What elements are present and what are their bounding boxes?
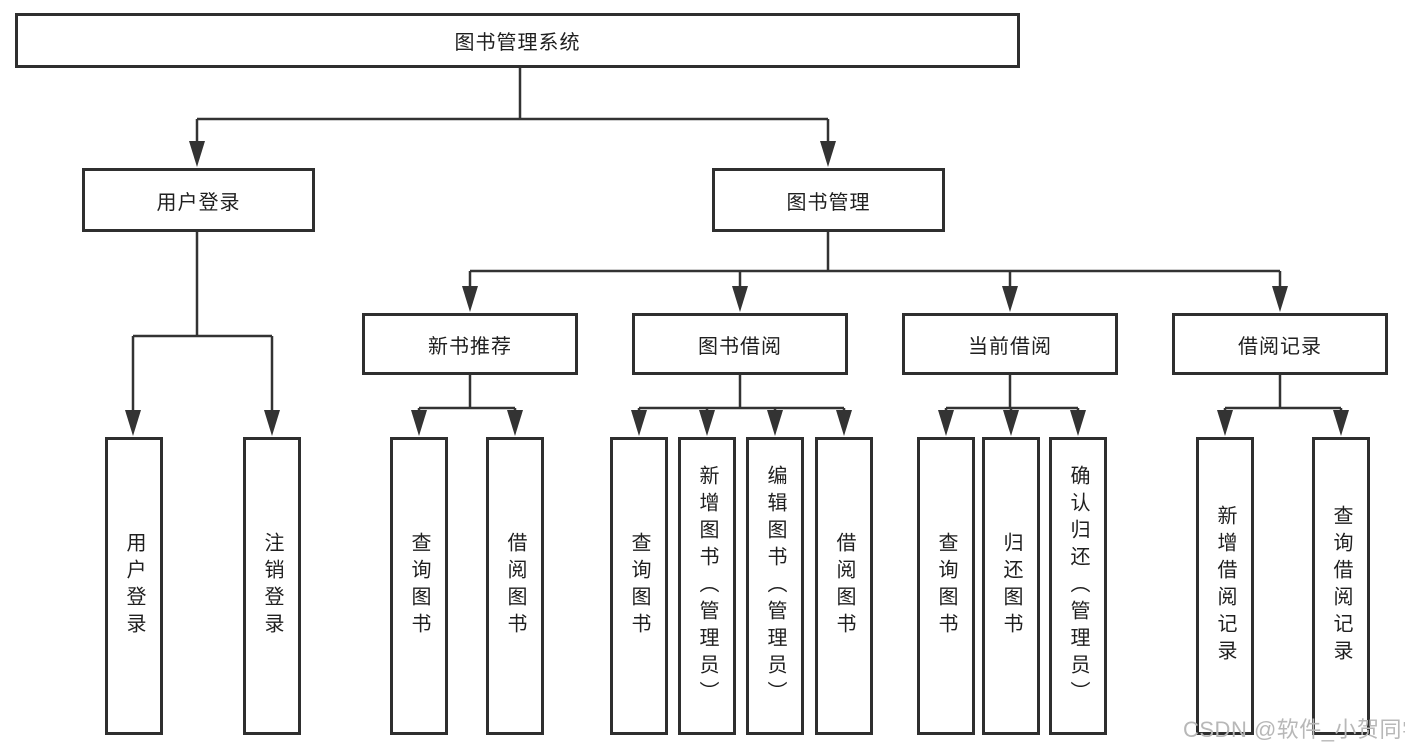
csdn-watermark: CSDN @软件_小贺同学 [1183,717,1405,742]
leaf-query-books-recommend: 查询图书 [390,437,448,735]
node-book-management: 图书管理 [712,168,945,232]
leaf-query-books-current: 查询图书 [917,437,975,735]
node-current-borrow: 当前借阅 [902,313,1118,375]
leaf-edit-books-admin: 编辑图书（管理员） [746,437,804,735]
leaf-query-books-borrow: 查询图书 [610,437,668,735]
leaf-confirm-return-admin: 确认归还（管理员） [1049,437,1107,735]
leaf-add-books-admin: 新增图书（管理员） [678,437,736,735]
leaf-logout: 注销登录 [243,437,301,735]
node-book-borrow: 图书借阅 [632,313,848,375]
node-new-book-recommend: 新书推荐 [362,313,578,375]
leaf-borrow-books-recommend: 借阅图书 [486,437,544,735]
leaf-return-books: 归还图书 [982,437,1040,735]
node-user-login: 用户登录 [82,168,315,232]
leaf-query-borrow-record: 查询借阅记录 [1312,437,1370,735]
node-root-library-system: 图书管理系统 [15,13,1020,68]
leaf-borrow-books: 借阅图书 [815,437,873,735]
node-borrow-records: 借阅记录 [1172,313,1388,375]
leaf-user-login: 用户登录 [105,437,163,735]
arrowheads [125,141,1349,436]
leaf-add-borrow-record: 新增借阅记录 [1196,437,1254,735]
